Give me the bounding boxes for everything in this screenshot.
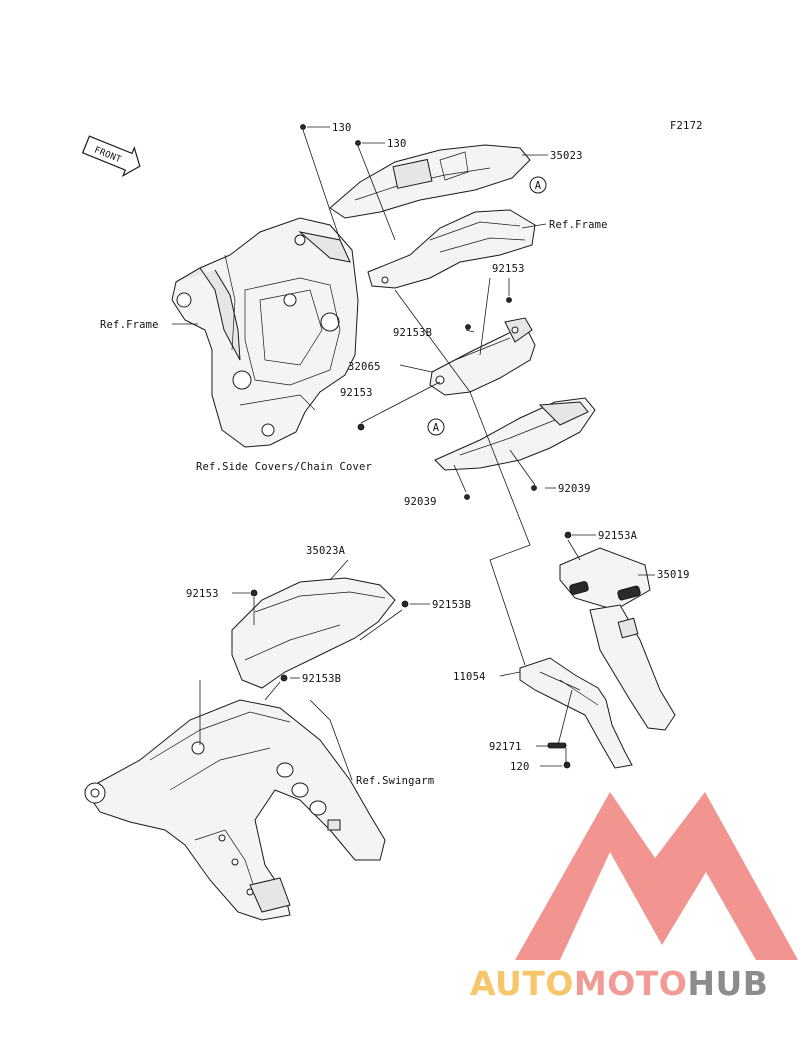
part-32065-bracket [429, 317, 536, 396]
label-92153B-a: 92153B [393, 327, 432, 339]
label-92039-b: 92039 [558, 483, 591, 495]
reference-a-label: A [535, 180, 542, 192]
label-92039-a: 92039 [404, 496, 437, 508]
part-11054-bracket [519, 657, 633, 769]
label-ref-frame-right: Ref.Frame [549, 219, 608, 231]
label-120: 120 [510, 761, 530, 773]
label-130-a: 130 [332, 122, 352, 134]
ref-frame-subframe-part [367, 209, 536, 289]
part-35023-cover [329, 144, 531, 219]
diagram-code: F2172 [670, 120, 703, 132]
leader-lines [172, 126, 655, 781]
svg-text:AUTOMOTOHUB: AUTOMOTOHUB [470, 964, 768, 1003]
part-35023A-fender [231, 577, 396, 689]
label-ref-frame-left: Ref.Frame [100, 319, 159, 331]
watermark-auto: AUTO [470, 964, 574, 1003]
label-130-b: 130 [387, 138, 407, 150]
label-92153-c: 92153 [186, 588, 219, 600]
fastener-bolts [250, 124, 572, 769]
label-ref-swingarm: Ref.Swingarm [356, 775, 434, 787]
main-frame-part [171, 217, 359, 448]
label-92153A: 92153A [598, 530, 638, 542]
reference-point-a-top: A [529, 176, 547, 194]
label-35019: 35019 [657, 569, 690, 581]
label-32065: 32065 [348, 361, 381, 373]
part-labels: F2172 130 130 35023 Ref.Frame 92153 Ref.… [100, 120, 703, 787]
label-92153B-b: 92153B [432, 599, 471, 611]
watermark-hub: HUB [687, 964, 768, 1003]
automotohub-logo-icon [515, 792, 798, 960]
reference-a-label: A [433, 422, 440, 434]
front-direction-arrow-icon: FRONT [81, 135, 141, 178]
swingarm-part [84, 699, 386, 921]
part-lower-cover [434, 397, 596, 471]
automotohub-watermark: AUTOMOTOHUB [470, 964, 768, 1003]
label-11054: 11054 [453, 671, 486, 683]
label-35023: 35023 [550, 150, 583, 162]
part-35019-holder [559, 547, 676, 731]
label-35023A: 35023A [306, 545, 346, 557]
label-92153-b: 92153 [340, 387, 373, 399]
label-ref-side-covers: Ref.Side Covers/Chain Cover [196, 461, 372, 473]
label-92153-a: 92153 [492, 263, 525, 275]
label-92171: 92171 [489, 741, 522, 753]
label-92153B-c: 92153B [302, 673, 341, 685]
watermark-moto: MOTO [574, 964, 687, 1003]
reference-point-a-mid: A [427, 418, 445, 436]
